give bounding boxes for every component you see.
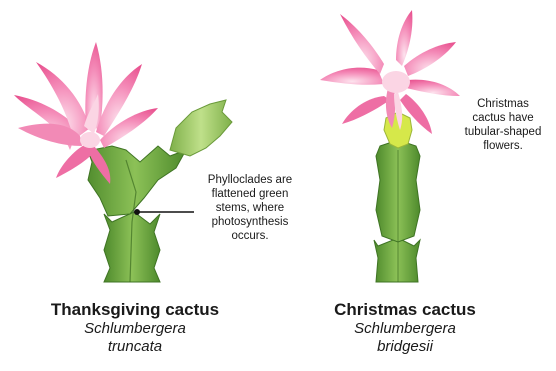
- genus-name: Schlumbergera: [295, 320, 515, 338]
- phylloclade-annotation: Phylloclades are flattened green stems, …: [186, 173, 314, 243]
- annotation-line: occurs.: [186, 229, 314, 243]
- thanksgiving-cactus-caption: Thanksgiving cactus Schlumbergera trunca…: [20, 300, 250, 356]
- christmas-flower: [320, 10, 460, 134]
- annotation-line: photosynthesis: [186, 215, 314, 229]
- thanksgiving-middle-phylloclade: [84, 140, 186, 216]
- thanksgiving-upper-phylloclade: [170, 100, 232, 156]
- common-name: Christmas cactus: [295, 300, 515, 320]
- annotation-line: Christmas: [456, 97, 550, 111]
- annotation-line: flowers.: [456, 139, 550, 153]
- thanksgiving-cactus-illustration: [14, 42, 232, 282]
- common-name: Thanksgiving cactus: [20, 300, 250, 320]
- annotation-line: tubular-shaped: [456, 125, 550, 139]
- annotation-line: stems, where: [186, 201, 314, 215]
- christmas-cactus-caption: Christmas cactus Schlumbergera bridgesii: [295, 300, 515, 356]
- annotation-line: cactus have: [456, 111, 550, 125]
- species-name: bridgesii: [295, 338, 515, 356]
- tubular-flower-annotation: Christmas cactus have tubular-shaped flo…: [456, 97, 550, 153]
- genus-name: Schlumbergera: [20, 320, 250, 338]
- annotation-line: flattened green: [186, 187, 314, 201]
- christmas-cactus-illustration: [320, 10, 460, 282]
- christmas-lower-phylloclade: [374, 238, 420, 282]
- annotation-line: Phylloclades are: [186, 173, 314, 187]
- species-name: truncata: [20, 338, 250, 356]
